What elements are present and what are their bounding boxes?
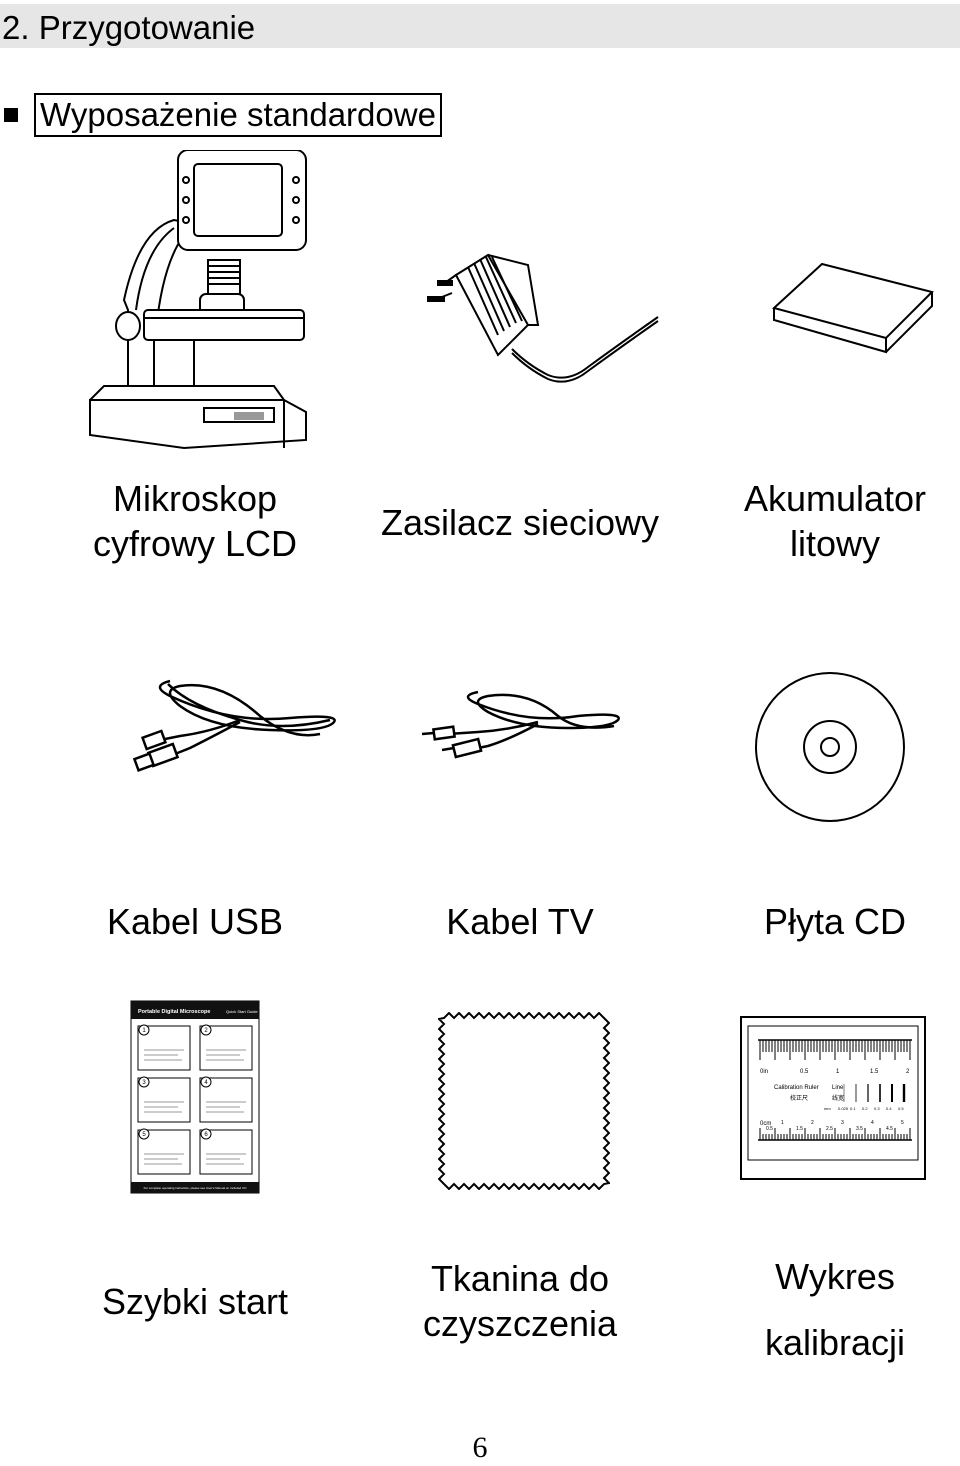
calibration-cm-tick: 1 [781, 1120, 784, 1126]
caption-line: Kabel TV [446, 901, 594, 942]
section-bullet-icon [4, 108, 18, 122]
battery-icon [768, 258, 936, 358]
calibration-ruler-label: Calibration Ruler [774, 1085, 819, 1091]
section-title: Wyposażenie standardowe [34, 93, 442, 137]
guide-step-number: 6 [204, 1132, 208, 1138]
caption-power-adapter: Zasilacz sieciowy [360, 500, 680, 545]
caption-line: cyfrowy LCD [92, 523, 298, 564]
power-adapter-icon [418, 245, 662, 405]
calibration-in-tick: 1 [836, 1069, 840, 1075]
calibration-cm-tick: 4 [871, 1120, 874, 1126]
microscope-icon [84, 150, 314, 460]
page-title: 2. Przygotowanie [2, 9, 256, 46]
calibration-in-tick: 0.5 [800, 1069, 809, 1075]
caption-quick-start: Szybki start [60, 1279, 330, 1324]
calibration-cm-tick: 5 [901, 1120, 904, 1126]
calibration-mm-label: mm [824, 1106, 831, 1111]
header-bar: 2. Przygotowanie [0, 4, 960, 48]
calibration-line-width: 0.4 [886, 1106, 892, 1111]
calibration-cm-label: 0cm [760, 1121, 771, 1127]
guide-step-number: 4 [204, 1080, 208, 1086]
guide-subtitle: Quick Start Guide [226, 1009, 258, 1014]
calibration-ruler-label-cn: 校正尺 [790, 1094, 808, 1102]
tv-cable-icon [418, 686, 624, 762]
calibration-chart-icon: 0in 0.5 1 1.5 2 Calibration Ruler 校正尺 Li… [740, 1016, 926, 1180]
calibration-in-tick: 1.5 [870, 1069, 879, 1075]
calibration-cm-tick: 4.5 [886, 1126, 893, 1132]
calibration-in-tick: 2 [906, 1069, 910, 1075]
caption-cd: Płyta CD [700, 899, 960, 944]
caption-microscope: Mikroskop cyfrowy LCD [60, 476, 330, 566]
calibration-cm-tick: 3 [841, 1120, 844, 1126]
calibration-in-label: 0in [760, 1069, 768, 1075]
caption-line: Płyta CD [763, 901, 907, 942]
calibration-cm-tick: 2 [811, 1120, 814, 1126]
caption-line: Mikroskop [112, 478, 278, 519]
calibration-cm-tick: 1.5 [796, 1126, 803, 1132]
calibration-line-label-cn: 线宽 [832, 1094, 844, 1102]
quick-start-guide-icon: Portable Digital Microscope Quick Start … [130, 1000, 260, 1194]
calibration-cm-tick: 3.5 [856, 1126, 863, 1132]
guide-step-number: 2 [204, 1028, 208, 1034]
caption-line: Tkanina do [430, 1258, 610, 1299]
guide-step-number: 3 [142, 1080, 146, 1086]
caption-line: kalibracji [764, 1322, 906, 1363]
caption-line: czyszczenia [422, 1303, 618, 1344]
cd-icon [753, 670, 907, 824]
calibration-line-width: 0.2 [862, 1106, 868, 1111]
cleaning-cloth-icon [438, 1012, 610, 1190]
caption-line: Akumulator [743, 478, 927, 519]
guide-footer: For complete operating instruction, plea… [144, 1186, 248, 1190]
caption-usb-cable: Kabel USB [60, 899, 330, 944]
caption-line: Kabel USB [106, 901, 284, 942]
calibration-line-width: 0.3 [874, 1106, 880, 1111]
caption-tv-cable: Kabel TV [380, 899, 660, 944]
caption-line: litowy [789, 523, 881, 564]
caption-line: Szybki start [101, 1281, 289, 1322]
caption-battery: Akumulator litowy [700, 476, 960, 566]
caption-calibration-chart: Wykres kalibracji [700, 1244, 960, 1376]
calibration-cm-tick: 2.5 [826, 1126, 833, 1132]
caption-cleaning-cloth: Tkanina do czyszczenia [380, 1256, 660, 1346]
guide-step-number: 5 [142, 1132, 146, 1138]
calibration-line-width: 0.1 [850, 1106, 856, 1111]
calibration-cm-tick: 0.5 [766, 1126, 773, 1132]
guide-step-number: 1 [142, 1028, 146, 1034]
calibration-line-label: Line [832, 1085, 844, 1091]
caption-line: Wykres [775, 1256, 895, 1297]
calibration-line-width: 0.5 [898, 1106, 904, 1111]
guide-title: Portable Digital Microscope [138, 1009, 210, 1015]
caption-line: Zasilacz sieciowy [380, 502, 660, 543]
page-number: 6 [472, 1431, 488, 1464]
usb-cable-icon [130, 676, 340, 772]
calibration-line-width: 0.025 [838, 1106, 849, 1111]
